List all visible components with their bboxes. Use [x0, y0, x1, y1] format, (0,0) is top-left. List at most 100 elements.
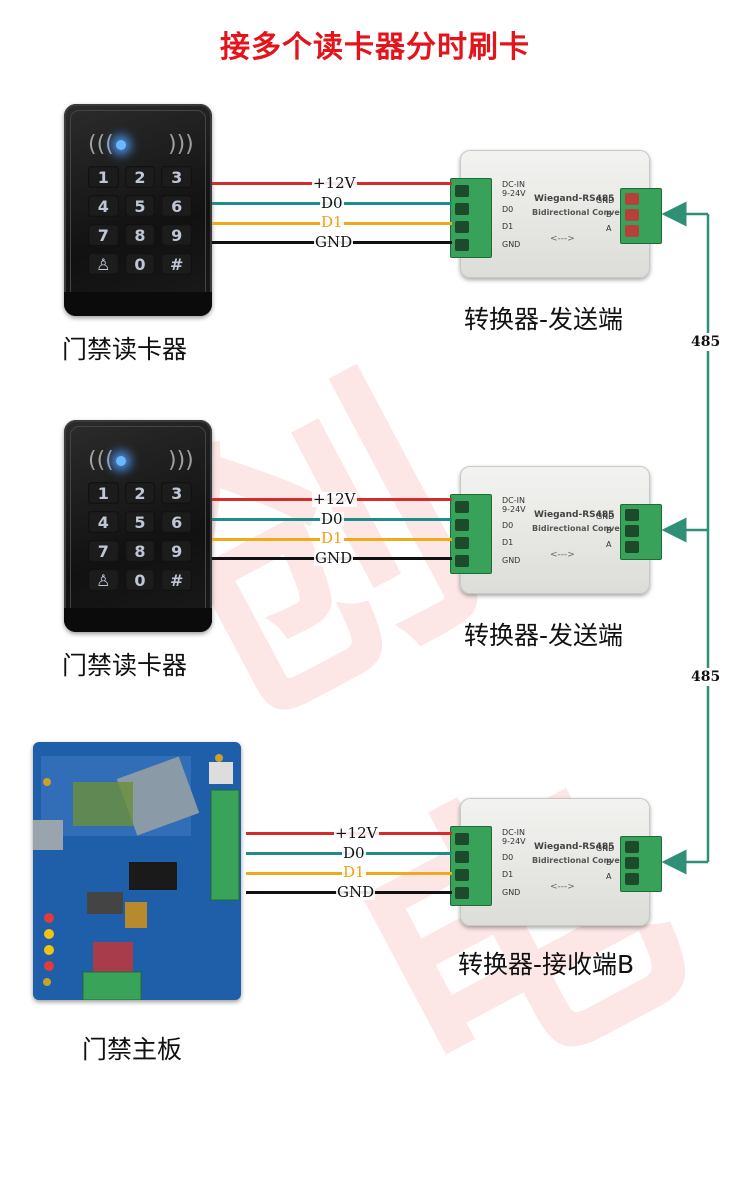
converter-1-caption: 转换器-发送端 [464, 305, 624, 334]
pin-label: DC-IN 9-24V [502, 828, 526, 846]
pin-label: GND [502, 556, 521, 565]
key: 6 [161, 511, 192, 533]
key: 7 [88, 540, 119, 562]
label-d0: D0 [342, 844, 366, 862]
key: 0 [124, 569, 156, 591]
pin-label: GND [502, 888, 521, 897]
pin-label: A [606, 224, 612, 233]
converter-subtitle: Bidirectional Conversion [532, 524, 643, 533]
pin-label: D0 [502, 205, 514, 214]
terminal-pin [625, 873, 639, 885]
label-12v: +12V [334, 824, 379, 842]
key: # [161, 569, 192, 591]
converter-sender-1: DC-IN 9-24V D0 D1 GND Wiegand-RS485 Bidi… [450, 150, 662, 278]
terminal-pin [455, 203, 469, 215]
converter-sender-2: DC-IN 9-24V D0 D1 GND Wiegand-RS485 Bidi… [450, 466, 662, 594]
pin-label: D0 [502, 853, 514, 862]
pin-label: D1 [502, 538, 514, 547]
key: 9 [161, 540, 192, 562]
terminal-pin [455, 555, 469, 567]
terminal-pin [455, 869, 469, 881]
wiegand-terminal [450, 178, 492, 258]
terminal-pin [455, 537, 469, 549]
pin-label: B [606, 210, 612, 219]
terminal-pin [455, 833, 469, 845]
pin-label: D1 [502, 870, 514, 879]
label-d1: D1 [320, 529, 344, 547]
keypad: 1 2 3 4 5 6 7 8 9 ♙ 0 # [88, 482, 192, 591]
terminal-pin [625, 509, 639, 521]
key: 3 [161, 482, 192, 504]
key: 6 [161, 195, 192, 217]
access-control-board [33, 742, 241, 1000]
reader-base [64, 292, 212, 316]
converter-2-caption: 转换器-发送端 [464, 621, 624, 650]
terminal-pin [625, 541, 639, 553]
converter-brand: Wiegand-RS485 [534, 510, 615, 520]
key: 4 [88, 511, 119, 533]
rs485-terminal [620, 836, 662, 892]
pin-label: B [606, 526, 612, 535]
reader-2-caption: 门禁读卡器 [62, 651, 188, 680]
key: 8 [124, 540, 156, 562]
pin-label: GND [502, 240, 521, 249]
key: 3 [161, 166, 192, 188]
terminal-pin [455, 519, 469, 531]
terminal-pin [455, 887, 469, 899]
key: 8 [124, 224, 156, 246]
key: 2 [124, 482, 156, 504]
label-12v: +12V [312, 490, 357, 508]
pin-label: GND [596, 512, 615, 521]
nfc-icon: ))) [168, 448, 194, 473]
board-illustration [33, 754, 240, 1000]
diagram-title: 接多个读卡器分时刷卡 [220, 30, 530, 65]
pin-label: GND [596, 844, 615, 853]
rs485-terminal [620, 504, 662, 560]
key: ♙ [88, 569, 119, 591]
key: ♙ [88, 253, 119, 275]
key: 0 [124, 253, 156, 275]
power-led-icon [116, 140, 126, 150]
terminal-pin [625, 857, 639, 869]
terminal-pin [455, 185, 469, 197]
direction-arrows: <---> [550, 550, 575, 560]
bus-label-upper: 485 [691, 333, 721, 351]
pin-label: DC-IN 9-24V [502, 180, 526, 198]
terminal-pin [625, 209, 639, 221]
converter-receiver: DC-IN 9-24V D0 D1 GND Wiegand-RS485 Bidi… [450, 798, 662, 926]
terminal-pin [625, 525, 639, 537]
converter-brand: Wiegand-RS485 [534, 194, 615, 204]
terminal-pin [625, 193, 639, 205]
label-d0: D0 [320, 194, 344, 212]
key: 4 [88, 195, 119, 217]
card-reader-2: ((( ))) 1 2 3 4 5 6 7 8 9 ♙ 0 # [64, 420, 212, 632]
pin-label: D1 [502, 222, 514, 231]
key: 1 [88, 482, 119, 504]
pin-label: GND [596, 196, 615, 205]
label-d1: D1 [320, 213, 344, 231]
bus-label-lower: 485 [691, 668, 721, 686]
board-caption: 门禁主板 [82, 1035, 183, 1064]
reader-1-caption: 门禁读卡器 [62, 335, 188, 364]
key: 1 [88, 166, 119, 188]
rs485-bus [661, 201, 710, 875]
key: 5 [124, 195, 156, 217]
label-gnd: GND [314, 549, 354, 567]
terminal-pin [455, 501, 469, 513]
terminal-pin [455, 221, 469, 233]
wiegand-terminal [450, 494, 492, 574]
label-gnd: GND [336, 883, 376, 901]
direction-arrows: <---> [550, 234, 575, 244]
terminal-pin [455, 851, 469, 863]
key: # [161, 253, 192, 275]
terminal-pin [625, 225, 639, 237]
pin-label: A [606, 872, 612, 881]
card-reader-1: ((( ))) 1 2 3 4 5 6 7 8 9 ♙ 0 # [64, 104, 212, 316]
converter-subtitle: Bidirectional Conversion [532, 208, 643, 217]
terminal-pin [455, 239, 469, 251]
key: 7 [88, 224, 119, 246]
reader-base [64, 608, 212, 632]
converter-brand: Wiegand-RS485 [534, 842, 615, 852]
pin-label: DC-IN 9-24V [502, 496, 526, 514]
direction-arrows: <---> [550, 882, 575, 892]
